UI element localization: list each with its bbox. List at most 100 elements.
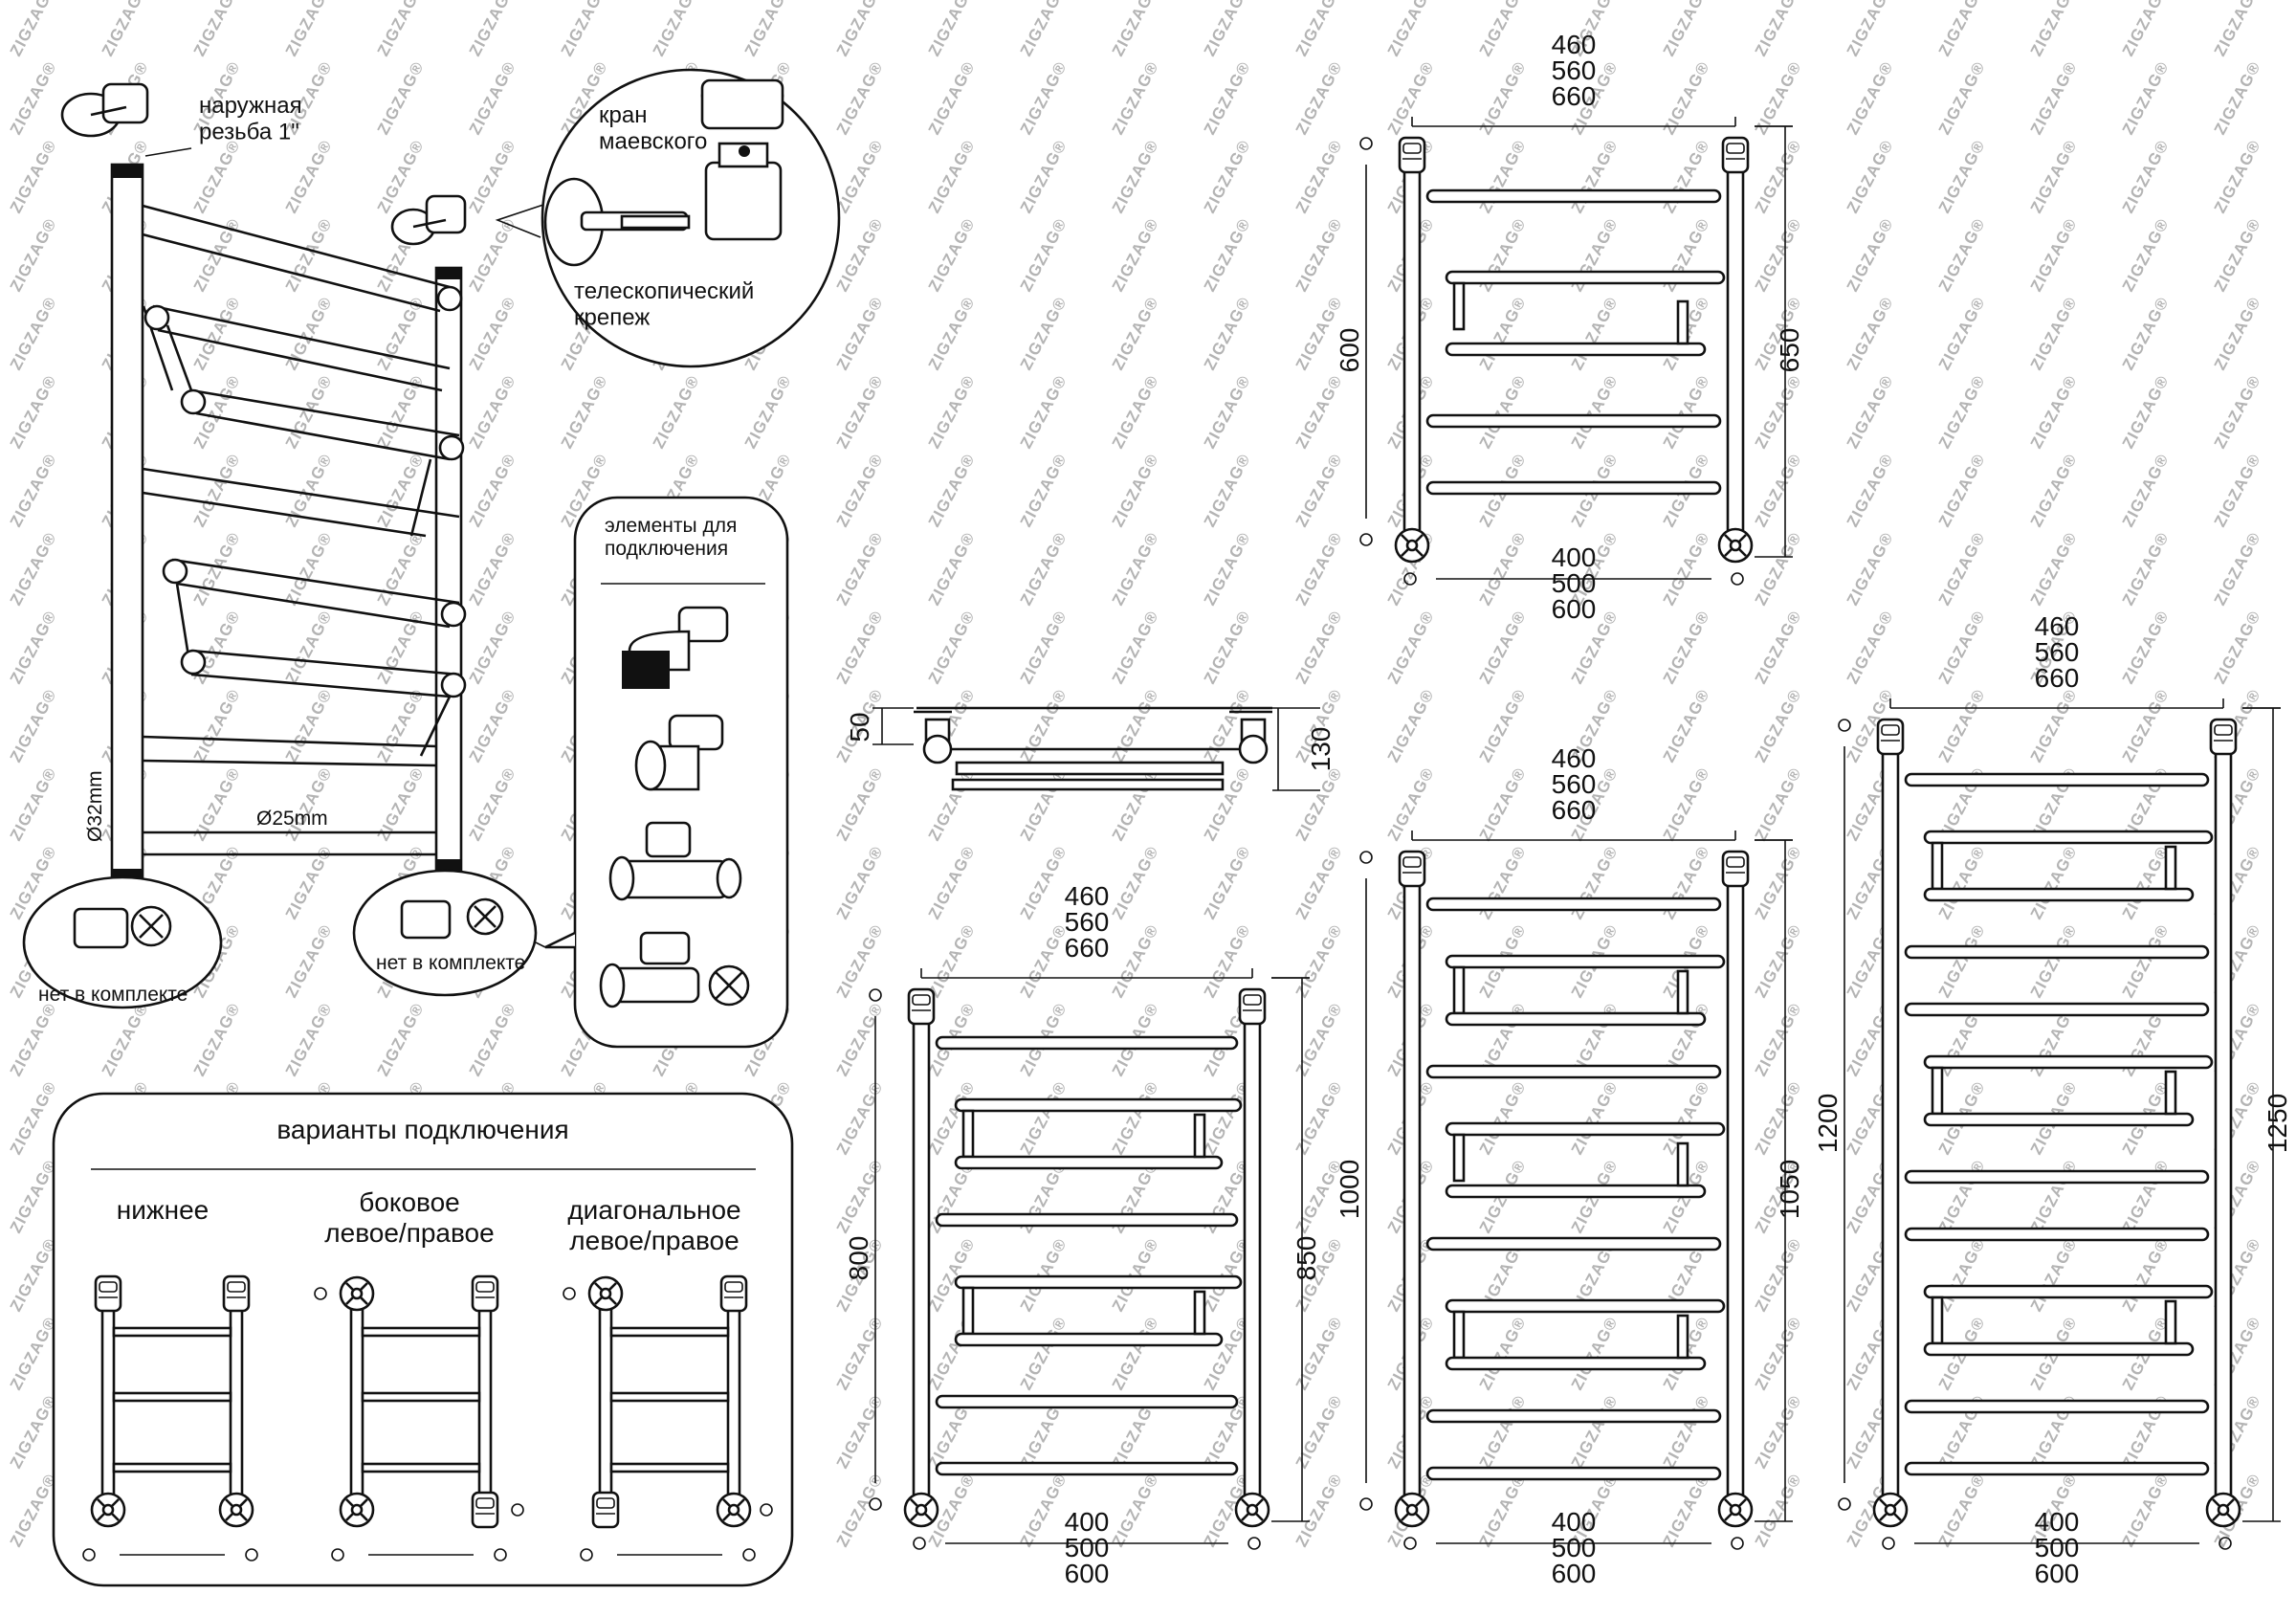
watermark-text: ZIGZAG® <box>833 921 887 1001</box>
watermark-text: ZIGZAG® <box>7 1235 60 1315</box>
watermark-text: ZIGZAG® <box>1109 1471 1162 1550</box>
watermark-text: ZIGZAG® <box>1017 0 1071 59</box>
watermark-text: ZIGZAG® <box>1201 372 1254 452</box>
watermark-text: ZIGZAG® <box>1568 372 1622 452</box>
watermark-text: ZIGZAG® <box>833 215 887 295</box>
watermark-text: ZIGZAG® <box>833 529 887 609</box>
watermark-text: ZIGZAG® <box>2027 686 2081 765</box>
watermark-text: ZIGZAG® <box>7 1157 60 1236</box>
watermark-text: ZIGZAG® <box>2027 137 2081 216</box>
watermark-text: ZIGZAG® <box>1201 451 1254 530</box>
watermark-text: ZIGZAG® <box>2211 529 2264 609</box>
width-bottom-500: 500 <box>1552 1533 1597 1562</box>
watermark-text: ZIGZAG® <box>1109 529 1162 609</box>
watermark-text: ZIGZAG® <box>833 294 887 373</box>
watermark-text: ZIGZAG® <box>2027 0 2081 59</box>
watermark-text: ZIGZAG® <box>190 451 244 530</box>
watermark-text: ZIGZAG® <box>1476 686 1530 765</box>
depth-large-label: 130 <box>1306 727 1336 772</box>
watermark-text: ZIGZAG® <box>374 0 428 59</box>
watermark-text: ZIGZAG® <box>466 215 519 295</box>
watermark-text: ZIGZAG® <box>1017 372 1071 452</box>
watermark-text: ZIGZAG® <box>1109 686 1162 765</box>
left-upright-pipe <box>110 163 144 884</box>
watermark-text: ZIGZAG® <box>925 294 979 373</box>
watermark-text: ZIGZAG® <box>1752 1471 1805 1550</box>
watermark-text: ZIGZAG® <box>466 451 519 530</box>
watermark-text: ZIGZAG® <box>7 1471 60 1550</box>
watermark-text: ZIGZAG® <box>833 137 887 216</box>
watermark-text: ZIGZAG® <box>2119 215 2173 295</box>
width-bottom-400: 400 <box>2035 1507 2080 1537</box>
watermark-text: ZIGZAG® <box>1843 529 1897 609</box>
watermark-text: ZIGZAG® <box>466 372 519 452</box>
width-top-660: 660 <box>2035 663 2080 693</box>
watermark-text: ZIGZAG® <box>1017 529 1071 609</box>
angle-connector-icon <box>634 714 724 791</box>
watermark-text: ZIGZAG® <box>1752 921 1805 1001</box>
watermark-text: ZIGZAG® <box>99 1000 152 1079</box>
watermark-text: ZIGZAG® <box>466 58 519 138</box>
width-bottom-500: 500 <box>1552 568 1597 598</box>
watermark-text: ZIGZAG® <box>7 372 60 452</box>
watermark-text: ZIGZAG® <box>833 1078 887 1158</box>
watermark-text: ZIGZAG® <box>1109 1078 1162 1158</box>
watermark-text: ZIGZAG® <box>1935 372 1989 452</box>
watermark-text: ZIGZAG® <box>2119 58 2173 138</box>
cross-valve-icon <box>599 931 750 1008</box>
watermark-text: ZIGZAG® <box>2119 529 2173 609</box>
watermark-text: ZIGZAG® <box>1201 215 1254 295</box>
watermark-text: ZIGZAG® <box>1752 451 1805 530</box>
watermark-text: ZIGZAG® <box>1476 1392 1530 1472</box>
side-view: 50 130 <box>845 706 1336 791</box>
width-top-460: 460 <box>1552 743 1597 773</box>
watermark-text: ZIGZAG® <box>1109 608 1162 687</box>
watermark-text: ZIGZAG® <box>1384 764 1438 844</box>
watermark-text: ZIGZAG® <box>1017 843 1071 922</box>
width-top-660: 660 <box>1552 795 1597 825</box>
watermark-text: ZIGZAG® <box>833 764 887 844</box>
watermark-text: ZIGZAG® <box>282 921 336 1001</box>
watermark-text: ZIGZAG® <box>282 0 336 59</box>
watermark-text: ZIGZAG® <box>1292 137 1346 216</box>
watermark-text: ZIGZAG® <box>1384 0 1438 59</box>
watermark-text: ZIGZAG® <box>1843 58 1897 138</box>
watermark-text: ZIGZAG® <box>2119 843 2173 922</box>
watermark-text: ZIGZAG® <box>1109 0 1162 59</box>
watermark-text: ZIGZAG® <box>1568 1392 1622 1472</box>
watermark-text: ZIGZAG® <box>1201 58 1254 138</box>
watermark-text: ZIGZAG® <box>2119 451 2173 530</box>
watermark-text: ZIGZAG® <box>7 608 60 687</box>
watermark-text: ZIGZAG® <box>2027 215 2081 295</box>
watermark-text: ZIGZAG® <box>1935 608 1989 687</box>
watermark-text: ZIGZAG® <box>1935 294 1989 373</box>
watermark-text: ZIGZAG® <box>466 0 519 59</box>
variant-mini-rails <box>82 1274 773 1562</box>
watermark-text: ZIGZAG® <box>7 1078 60 1158</box>
watermark-text: ZIGZAG® <box>1292 1471 1346 1550</box>
watermark-text: ZIGZAG® <box>7 215 60 295</box>
watermark-text: ZIGZAG® <box>1660 372 1713 452</box>
width-top-560: 560 <box>2035 637 2080 667</box>
watermark-text: ZIGZAG® <box>1109 137 1162 216</box>
watermark-text: ZIGZAG® <box>833 1157 887 1236</box>
height-right-850: 850 <box>1292 1236 1321 1281</box>
watermark-text: ZIGZAG® <box>650 372 703 452</box>
width-bottom-400: 400 <box>1552 543 1597 572</box>
watermark-text: ZIGZAG® <box>282 372 336 452</box>
watermark-text: ZIGZAG® <box>833 1471 887 1550</box>
watermark-text: ZIGZAG® <box>190 215 244 295</box>
height-right-1250: 1250 <box>2263 1094 2292 1153</box>
watermark-text: ZIGZAG® <box>1752 843 1805 922</box>
variant-rail-bottom <box>82 1274 258 1562</box>
watermark-text: ZIGZAG® <box>1935 451 1989 530</box>
width-top-660: 660 <box>1552 81 1597 111</box>
watermark-text: ZIGZAG® <box>833 1000 887 1079</box>
watermark-text: ZIGZAG® <box>7 294 60 373</box>
watermark-text: ZIGZAG® <box>1476 529 1530 609</box>
